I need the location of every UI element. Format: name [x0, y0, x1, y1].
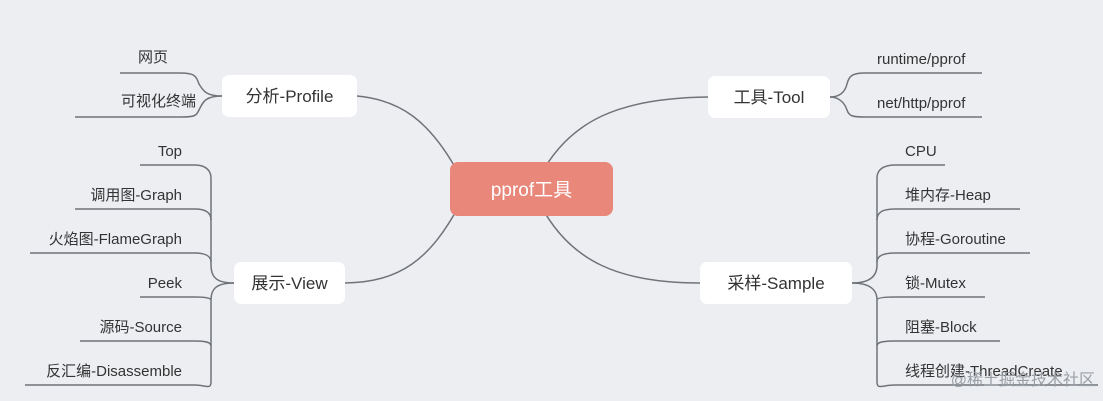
branch-node-tool: 工具-Tool: [708, 76, 830, 118]
watermark: @稀土掘金技术社区: [951, 371, 1095, 389]
profile-leaf-1: 可视化终端: [121, 93, 196, 110]
center-label: pprof工具: [491, 180, 572, 201]
branch-view-label: 展示-View: [251, 274, 328, 293]
edge-center-tool: [539, 96, 709, 177]
edge-center-view: [344, 203, 461, 284]
edge-center-sample: [539, 203, 701, 284]
branch-tool-label: 工具-Tool: [734, 88, 805, 107]
center-connectors: [344, 95, 709, 284]
profile-leaf-connectors: [75, 72, 223, 118]
center-node: pprof工具: [450, 162, 613, 216]
sample-leaf-connectors: [851, 164, 1098, 388]
view-leaf-0: Top: [158, 143, 182, 160]
view-leaf-connectors: [25, 164, 235, 388]
view-leaf-3: Peek: [148, 275, 183, 292]
branch-profile-label: 分析-Profile: [246, 87, 334, 106]
sample-leaf-2: 协程-Goroutine: [905, 231, 1006, 248]
profile-leaf-0: 网页: [138, 49, 168, 66]
branch-node-profile: 分析-Profile: [222, 75, 357, 117]
tool-leaf-0: runtime/pprof: [877, 51, 966, 68]
branch-sample-label: 采样-Sample: [727, 274, 824, 293]
view-leaf-5: 反汇编-Disassemble: [46, 363, 182, 380]
sample-leaf-1: 堆内存-Heap: [905, 187, 991, 204]
tool-leaf-connectors: [829, 72, 982, 118]
branch-node-view: 展示-View: [234, 262, 345, 304]
tool-leaf-1: net/http/pprof: [877, 95, 966, 112]
edge-center-profile: [356, 95, 461, 177]
view-leaf-4: 源码-Source: [99, 319, 182, 336]
sample-leaf-3: 锁-Mutex: [905, 275, 966, 292]
view-leaf-1: 调用图-Graph: [90, 187, 182, 204]
sample-leaf-0: CPU: [905, 143, 937, 160]
sample-leaf-4: 阻塞-Block: [905, 318, 977, 336]
branch-node-sample: 采样-Sample: [700, 262, 852, 304]
view-leaf-2: 火焰图-FlameGraph: [49, 231, 182, 248]
sample-leaf-5: 线程创建-ThreadCreate: [905, 363, 1063, 380]
